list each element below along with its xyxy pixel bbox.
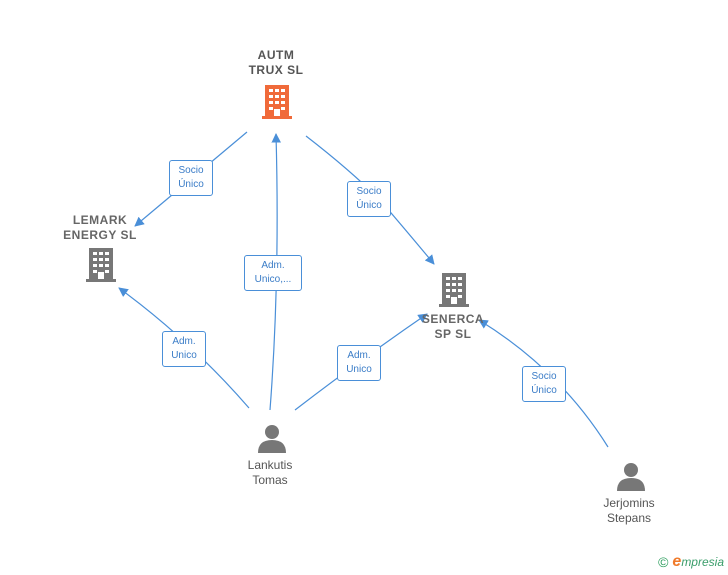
node-name-line: Lankutis bbox=[247, 458, 293, 472]
edge-label-lankutis-autm[interactable]: Adm. Unico,... bbox=[244, 255, 302, 291]
edge-label-line: Socio bbox=[178, 165, 204, 176]
building-icon bbox=[262, 85, 292, 119]
edge-label-line: Adm. bbox=[172, 336, 196, 347]
edge-label-autm-lemark[interactable]: Socio Único bbox=[169, 160, 213, 196]
node-lemark-energy-label[interactable]: LEMARK ENERGY SL bbox=[50, 213, 150, 243]
person-icon bbox=[617, 463, 645, 491]
edge-label-line: Socio bbox=[531, 371, 557, 382]
node-name-line: AUTM bbox=[257, 48, 295, 62]
node-name-line: Stepans bbox=[606, 511, 652, 525]
footer-brand: © empresia bbox=[658, 553, 724, 571]
edge-label-line: Unico,... bbox=[254, 274, 292, 285]
node-name-line: TRUX SL bbox=[248, 63, 304, 77]
node-name-line: SP SL bbox=[434, 327, 472, 341]
edge-label-lankutis-senerca[interactable]: Adm. Unico bbox=[337, 345, 381, 381]
node-name-line: Jerjomins bbox=[603, 496, 655, 510]
node-name-line: Tomas bbox=[252, 473, 288, 487]
node-name-line: SENERCA bbox=[421, 312, 485, 326]
edge-label-line: Socio bbox=[356, 186, 382, 197]
node-name-line: ENERGY SL bbox=[63, 228, 137, 242]
node-jerjomins-stepans-label[interactable]: Jerjomins Stepans bbox=[579, 496, 679, 526]
edge-label-line: Único bbox=[178, 179, 204, 190]
edge-label-line: Adm. bbox=[347, 350, 371, 361]
node-name-line: LEMARK bbox=[72, 213, 128, 227]
node-autm-trux-label[interactable]: AUTM TRUX SL bbox=[226, 48, 326, 78]
edge-label-line: Único bbox=[531, 385, 557, 396]
edge-label-line: Único bbox=[356, 200, 382, 211]
edge-label-jerjomins-senerca[interactable]: Socio Único bbox=[522, 366, 566, 402]
building-icon bbox=[86, 248, 116, 282]
node-lankutis-tomas-label[interactable]: Lankutis Tomas bbox=[220, 458, 320, 488]
edge-label-lankutis-lemark[interactable]: Adm. Unico bbox=[162, 331, 206, 367]
edge-label-line: Adm. bbox=[261, 260, 285, 271]
edge-label-line: Unico bbox=[171, 350, 197, 361]
node-senerca-sp-label[interactable]: SENERCA SP SL bbox=[403, 312, 503, 342]
edge-label-line: Unico bbox=[346, 364, 372, 375]
brand-logo[interactable]: empresia bbox=[672, 553, 724, 570]
person-icon bbox=[258, 425, 286, 453]
edge-label-autm-senerca[interactable]: Socio Único bbox=[347, 181, 391, 217]
copyright-icon: © bbox=[658, 554, 669, 570]
building-icon bbox=[439, 273, 469, 307]
